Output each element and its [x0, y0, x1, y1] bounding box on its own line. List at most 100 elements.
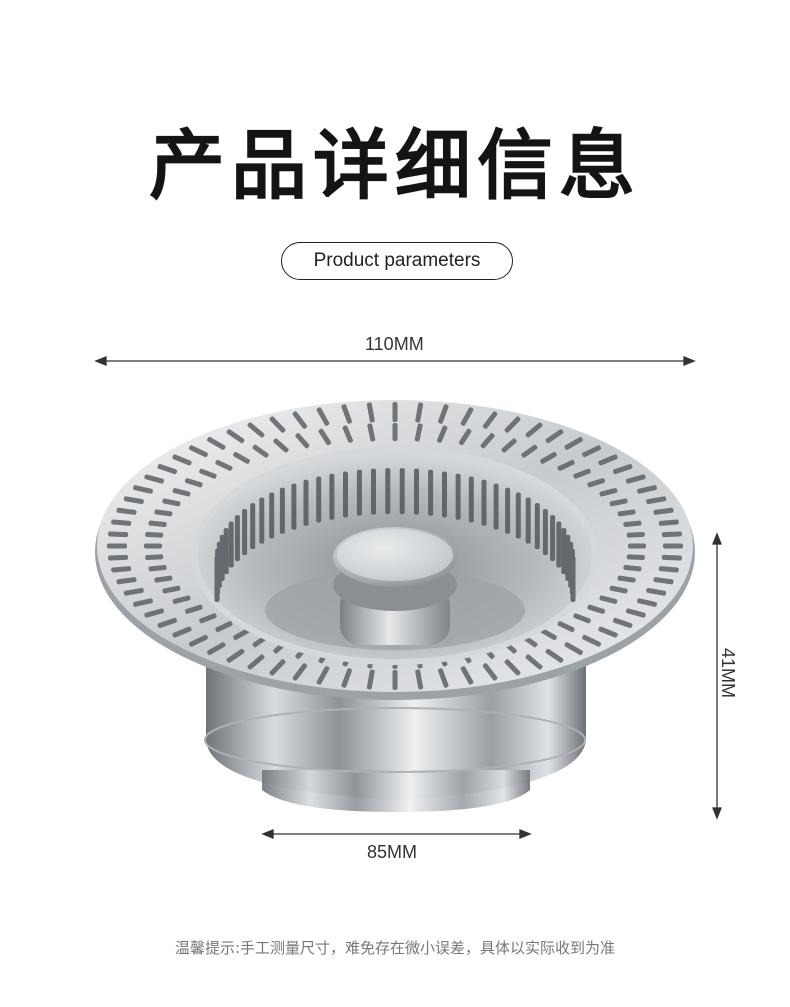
flange-slot: [460, 666, 474, 685]
flange-slot: [215, 459, 233, 471]
basket-slot: [259, 497, 265, 544]
basket-slot: [316, 476, 322, 523]
flange-slot: [540, 451, 557, 464]
basket-slot: [455, 473, 461, 520]
basket-slot: [561, 528, 567, 575]
flange-slot: [460, 407, 474, 426]
flange-slot: [116, 507, 137, 515]
flange-slot: [226, 648, 245, 663]
basket-slot: [223, 528, 229, 575]
flange-slot: [247, 422, 265, 438]
flange-slot: [637, 485, 657, 494]
flange-slot: [252, 444, 269, 458]
basket-slot: [550, 515, 556, 562]
basket-slot: [515, 492, 521, 539]
flange-slot: [617, 575, 636, 583]
flange-slot: [233, 451, 250, 464]
flange-slot: [108, 554, 129, 561]
basket-slot: [385, 468, 391, 515]
basket-slot: [534, 503, 540, 550]
flange-slot: [172, 454, 192, 466]
flange-slot: [123, 496, 144, 505]
flange-slot: [207, 642, 226, 656]
flange-slot: [564, 436, 583, 450]
flange-slot: [188, 445, 208, 458]
flange-slot: [199, 613, 217, 624]
flange-slot: [482, 411, 498, 429]
flange-slot: [316, 407, 330, 426]
flange-slot: [341, 668, 352, 688]
flange-slot: [612, 617, 633, 628]
flange-slot: [437, 425, 448, 443]
flange-slot: [661, 554, 682, 561]
flange-slot: [154, 575, 173, 583]
flange-slot: [609, 585, 628, 594]
basket-slot: [279, 487, 285, 534]
basket-slot: [250, 503, 256, 550]
basket-slot: [242, 509, 248, 555]
flange-slot: [145, 554, 164, 561]
flange-slot: [573, 468, 591, 479]
flange-slot: [366, 402, 375, 423]
flange-slot: [199, 468, 217, 479]
flange-slot: [144, 608, 165, 618]
flange-slot: [617, 509, 636, 517]
flange-slot: [292, 411, 308, 429]
flange-slot: [609, 498, 628, 507]
flange-slot: [295, 433, 310, 449]
flange-slot: [116, 577, 137, 585]
flange-slot: [111, 566, 132, 573]
flange-slot: [663, 543, 683, 549]
flange-slot: [545, 429, 564, 444]
basket-slot: [356, 469, 362, 516]
flange-slot: [587, 478, 606, 488]
flange-slot: [188, 634, 208, 647]
flange-slot: [415, 402, 424, 423]
flange-slot: [653, 507, 674, 515]
flange-slot: [480, 433, 495, 449]
flange-slot: [226, 429, 245, 444]
dimension-line-right: [712, 532, 722, 820]
flange-slot: [653, 577, 674, 585]
flange-slot: [341, 404, 352, 424]
flange-slot: [598, 626, 618, 638]
flange-slot: [623, 520, 642, 527]
flange-slot: [637, 598, 657, 607]
flange-slot: [207, 436, 226, 450]
page-title: 产品详细信息: [149, 121, 641, 210]
flange-slot: [599, 595, 618, 604]
basket-slot: [329, 473, 335, 520]
flange-slot: [521, 444, 538, 458]
flange-slot: [582, 634, 602, 647]
flange-slot: [144, 474, 165, 484]
flange-slot: [599, 488, 618, 497]
measurement-note: 温馨提示:手工测量尺寸，难免存在微小误差，具体以实际收到为准: [174, 939, 616, 957]
basket-slot: [234, 515, 240, 562]
flange-slot: [573, 613, 591, 624]
basket-slot: [493, 483, 499, 530]
flange-slot: [625, 608, 646, 618]
flange-slot: [661, 531, 682, 538]
basket-slot: [428, 469, 434, 516]
flange-slot: [148, 565, 167, 572]
flange-slot: [658, 519, 679, 526]
flange-slot: [458, 428, 472, 446]
flange-slot: [342, 425, 353, 443]
dimension-top-label: 110MM: [365, 334, 424, 354]
flange-slot: [148, 520, 167, 527]
flange-slot: [184, 478, 203, 488]
flange-slot: [626, 554, 645, 561]
flange-slot: [482, 663, 498, 681]
flange-slot: [133, 485, 153, 494]
flange-slot: [144, 543, 162, 549]
flange-slot: [658, 566, 679, 573]
flange-slot: [215, 621, 233, 633]
flange-slot: [145, 531, 164, 538]
flange-slot: [111, 519, 132, 526]
basket-slot: [291, 483, 297, 530]
flange-slot: [366, 669, 375, 690]
flange-slot: [598, 454, 618, 466]
subtitle-pill: Product parameters: [281, 242, 513, 280]
flange-slot: [107, 543, 127, 549]
